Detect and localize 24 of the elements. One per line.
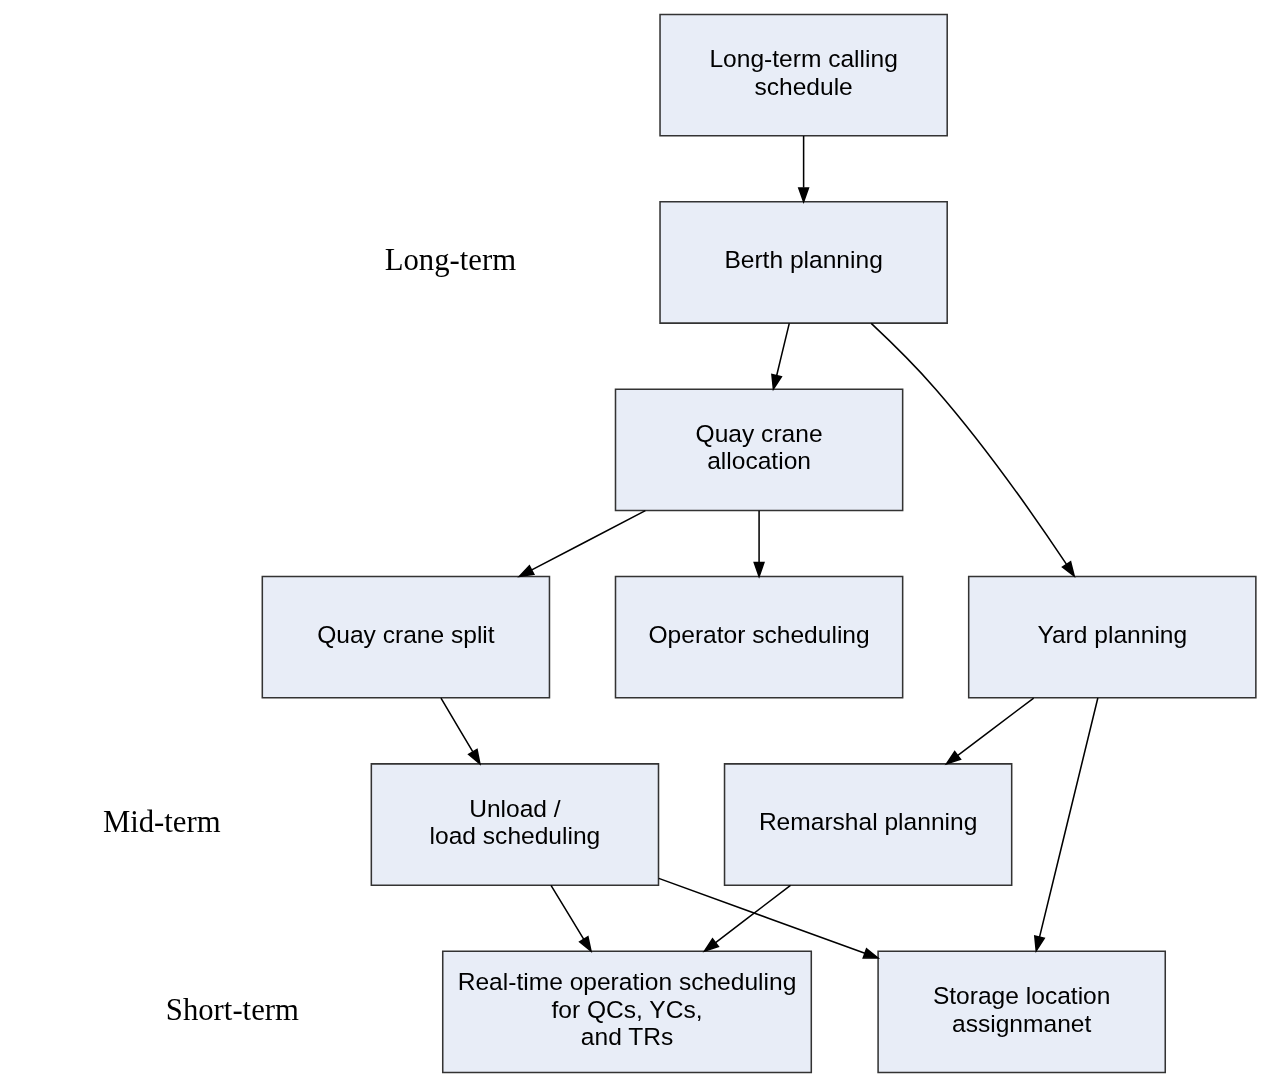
arrow: [944, 697, 1035, 766]
node-box: Real-time operation scheduling for QCs, YCs, and TRs: [441, 950, 813, 1074]
arrow: [702, 884, 792, 953]
arrow: [440, 697, 482, 766]
arrow: [870, 322, 1076, 578]
arrow: [771, 322, 791, 392]
arrow: [658, 877, 881, 959]
arrow: [550, 884, 593, 954]
node-box: Quay crane allocation: [614, 388, 904, 512]
arrow: [1033, 697, 1099, 953]
arrow: [753, 509, 765, 579]
label: Short-term: [165, 992, 299, 1027]
label: Long-term: [384, 243, 517, 278]
node-box: Operator scheduling: [614, 575, 904, 699]
node-box: Quay crane split: [261, 575, 551, 699]
node-box: Long-term calling schedule: [659, 13, 948, 137]
node-box: Remarshal planning: [723, 763, 1013, 886]
label: Mid-term: [102, 805, 221, 840]
node-box: Storage location assignmanet: [877, 950, 1167, 1074]
arrow: [517, 509, 647, 578]
node-box: Unload / load scheduling: [370, 763, 660, 886]
arrow: [797, 135, 810, 205]
node-box: Berth planning: [659, 201, 948, 324]
node-box: Yard planning: [967, 575, 1257, 699]
